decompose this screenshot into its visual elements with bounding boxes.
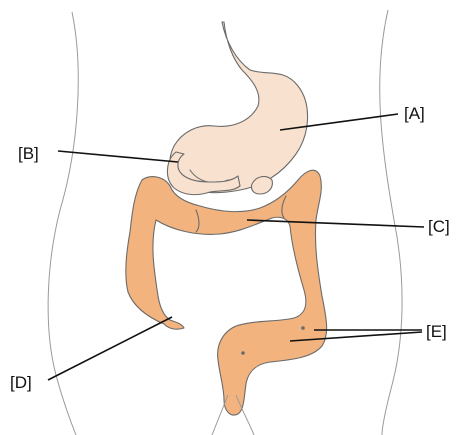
leader-line-c [247,220,424,227]
rectum-outline [212,395,228,435]
leader-line-b [58,151,178,162]
label-e: [E] [426,322,447,341]
leader-line-d [48,317,172,380]
colon-dot-1 [301,326,305,330]
label-c: [C] [428,217,450,236]
colon-dot-2 [241,351,245,355]
stomach [170,22,308,193]
rectum-outline-right [236,395,254,435]
body-outline-right [380,10,402,435]
label-b: [B] [18,144,39,163]
label-d: [D] [10,373,32,392]
large-intestine [126,170,327,415]
label-a: [A] [404,104,425,123]
